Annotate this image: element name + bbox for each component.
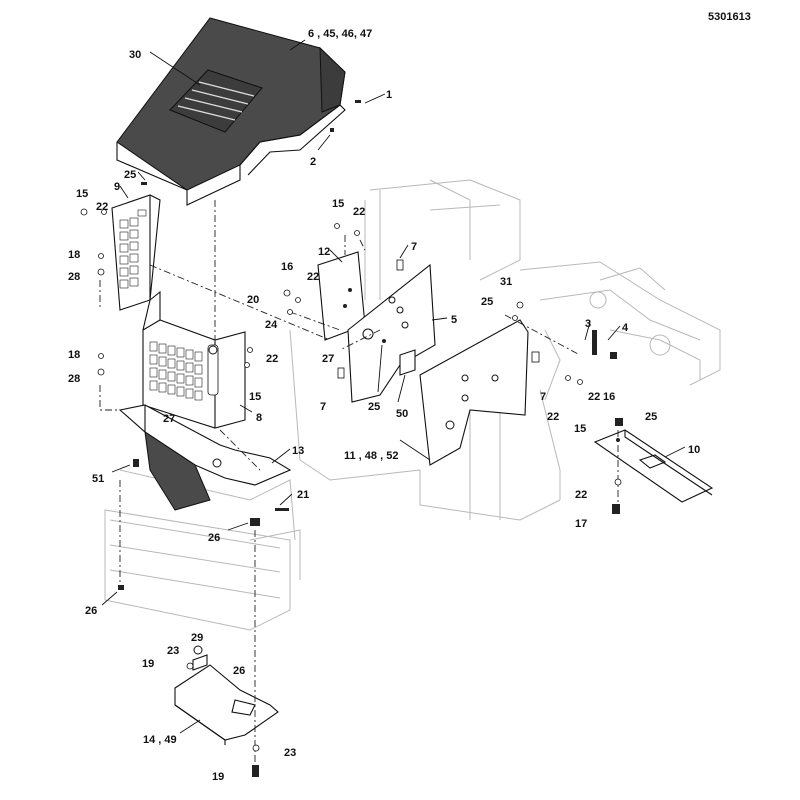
hood-assembly (116, 17, 361, 206)
callout-25a: 25 (124, 169, 136, 181)
callout-27b: 27 (163, 413, 175, 425)
callout-16b: 16 (603, 391, 615, 403)
callout-27a: 27 (322, 353, 334, 365)
chassis-ghost (104, 179, 721, 631)
callout-11-48-52: 11 , 48 , 52 (344, 450, 398, 462)
callout-15d: 15 (574, 423, 586, 435)
callout-21: 21 (297, 489, 309, 501)
assembly-lines (99, 200, 619, 765)
callout-16a: 16 (281, 261, 293, 273)
callout-13: 13 (292, 445, 304, 457)
callout-22c: 22 (307, 271, 319, 283)
callout-25d: 25 (645, 411, 657, 423)
callout-22d: 22 (266, 353, 278, 365)
callout-25c: 25 (368, 401, 380, 413)
lower-shield-14 (174, 645, 279, 745)
hardware (80, 208, 622, 777)
callout-22f: 22 (547, 411, 559, 423)
callout-22g: 22 (575, 489, 587, 501)
callout-31: 31 (500, 276, 512, 288)
callout-22e: 22 (588, 391, 600, 403)
callout-10: 10 (688, 444, 700, 456)
callout-7b: 7 (320, 401, 326, 413)
callout-9: 9 (114, 181, 120, 193)
callout-15a: 15 (76, 188, 88, 200)
callout-1: 1 (386, 89, 392, 101)
callout-14-49: 14 , 49 (143, 734, 177, 746)
callout-12: 12 (318, 246, 330, 258)
side-grille-panel (111, 194, 161, 311)
radiator-assembly (142, 290, 246, 429)
callout-26c: 26 (233, 665, 245, 677)
bracket-13 (118, 404, 292, 511)
callout-15c: 15 (249, 391, 261, 403)
callout-29: 29 (191, 632, 203, 644)
callout-51: 51 (92, 473, 104, 485)
callout-28b: 28 (68, 373, 80, 385)
callout-18b: 18 (68, 349, 80, 361)
callout-8: 8 (256, 412, 262, 424)
bar-10 (593, 418, 714, 503)
callout-25b: 25 (481, 296, 493, 308)
callout-5: 5 (451, 314, 457, 326)
callout-22a: 22 (96, 201, 108, 213)
part-number-label: 5301613 (708, 11, 751, 23)
callout-23b: 23 (284, 747, 296, 759)
callout-3: 3 (585, 318, 591, 330)
callout-6-45-46-47: 6 , 45, 46, 47 (308, 28, 372, 40)
callout-24: 24 (265, 319, 278, 331)
callout-28a: 28 (68, 271, 80, 283)
callout-22b: 22 (353, 206, 365, 218)
callout-19a: 19 (142, 658, 154, 670)
callout-19b: 19 (212, 771, 224, 783)
panel-5 (337, 259, 436, 403)
callout-50: 50 (396, 408, 408, 420)
callout-4: 4 (622, 322, 629, 334)
callout-20: 20 (247, 294, 259, 306)
callout-23a: 23 (167, 645, 179, 657)
callout-7a: 7 (411, 241, 417, 253)
callout-17: 17 (575, 518, 587, 530)
callout-2: 2 (310, 156, 316, 168)
panel-11 (419, 319, 540, 466)
callout-26a: 26 (208, 532, 220, 544)
leader-lines (101, 39, 686, 734)
callout-30: 30 (129, 49, 141, 61)
callout-7c: 7 (540, 391, 546, 403)
callout-26b: 26 (85, 605, 97, 617)
callout-18a: 18 (68, 249, 80, 261)
callout-15b: 15 (332, 198, 344, 210)
